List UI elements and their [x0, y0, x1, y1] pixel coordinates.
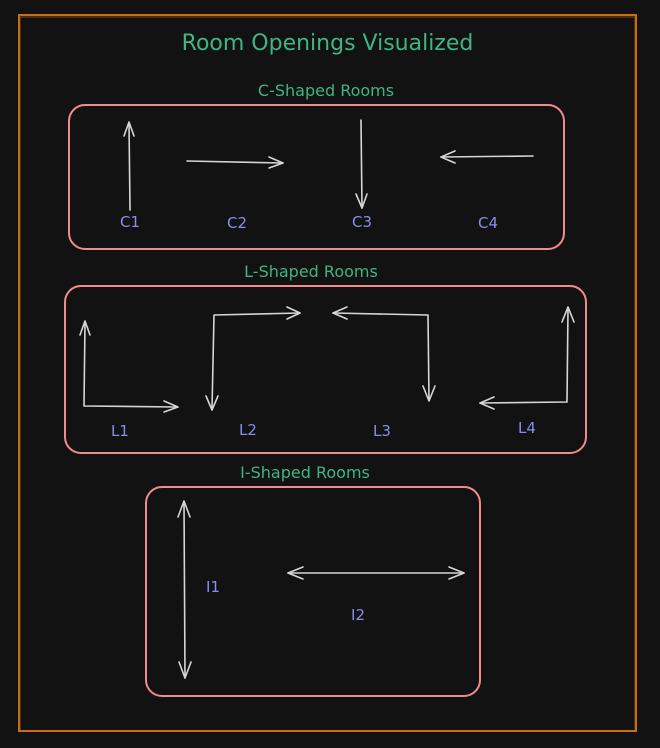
room-label-c1: C1: [119, 213, 141, 231]
room-label-l2: L2: [239, 421, 257, 439]
l3-arrow: [332, 306, 436, 402]
c-group-box: [68, 104, 565, 250]
c1-arrow: [123, 121, 135, 211]
l-group-box: [64, 285, 587, 454]
i-group-box: [145, 486, 481, 697]
room-label-c4: C4: [477, 214, 499, 232]
room-label-l3: L3: [373, 422, 391, 440]
outer-frame-sketch: [19, 16, 636, 732]
c4-arrow: [440, 150, 534, 164]
room-label-c2: C2: [226, 214, 248, 232]
page-title: Room Openings Visualized: [181, 31, 474, 56]
outer-frame: [18, 14, 637, 732]
room-label-c3: C3: [351, 213, 373, 231]
room-label-l4: L4: [518, 419, 536, 437]
l2-arrow: [205, 306, 301, 411]
c2-arrow: [186, 156, 284, 169]
room-label-i2: I2: [351, 606, 365, 624]
c-group-title: C-Shaped Rooms: [257, 81, 395, 100]
room-label-l1: L1: [111, 422, 129, 440]
l-group-title: L-Shaped Rooms: [244, 262, 378, 281]
l1-arrow: [79, 320, 179, 413]
i-group-title: I-Shaped Rooms: [240, 463, 370, 482]
room-label-i1: I1: [206, 578, 220, 596]
i2-arrow: [287, 566, 465, 580]
i1-arrow: [177, 500, 192, 679]
l4-arrow: [479, 306, 575, 410]
c3-arrow: [355, 119, 368, 209]
